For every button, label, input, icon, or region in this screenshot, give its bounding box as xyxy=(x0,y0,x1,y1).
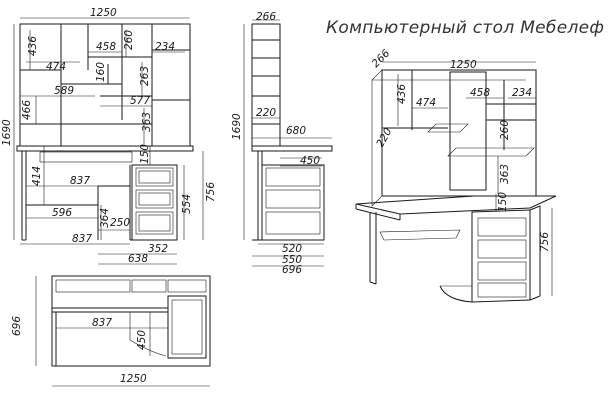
front-dim-638: 638 xyxy=(128,253,148,265)
front-dim-1690: 1690 xyxy=(1,119,13,146)
side-drawer-unit xyxy=(261,164,325,241)
front-view: 1250 436 458 260 234 474 160 263 589 466… xyxy=(1,7,217,265)
iso-dim-756: 756 xyxy=(539,232,551,252)
plan-outline xyxy=(51,275,211,367)
side-dim-550: 550 xyxy=(282,254,302,266)
iso-dim-150: 150 xyxy=(497,192,509,212)
plan-dim-450: 450 xyxy=(136,330,148,350)
side-view: 266 1690 220 680 450 520 550 696 xyxy=(231,11,333,276)
front-dim-458: 458 xyxy=(96,41,116,53)
iso-dim-234: 234 xyxy=(512,87,532,99)
iso-desktop xyxy=(355,195,557,215)
front-dim-364: 364 xyxy=(99,208,111,228)
plan-drawer-unit xyxy=(167,295,207,359)
front-keyboard-shelf xyxy=(39,151,133,163)
plan-dim-837: 837 xyxy=(92,317,112,329)
plan-dim-1250: 1250 xyxy=(120,373,147,385)
side-dim-520: 520 xyxy=(282,243,302,255)
iso-dim-220: 220 xyxy=(374,126,395,150)
front-dim-589: 589 xyxy=(54,85,74,97)
side-dim-220: 220 xyxy=(256,107,276,119)
iso-dim-436: 436 xyxy=(396,84,408,104)
side-dim-680: 680 xyxy=(286,125,306,137)
side-dim-450: 450 xyxy=(300,155,320,167)
front-dim-150: 150 xyxy=(139,144,151,164)
front-dim-474: 474 xyxy=(46,61,66,73)
iso-dim-1250: 1250 xyxy=(450,59,477,71)
front-dim-160: 160 xyxy=(95,62,107,82)
front-dim-436: 436 xyxy=(27,36,39,56)
side-dim-1690: 1690 xyxy=(231,113,243,140)
front-dim-1250: 1250 xyxy=(90,7,117,19)
drawing-title: Компьютерный стол Мебелеф 15 xyxy=(326,18,608,38)
side-hutch-outline xyxy=(251,23,281,147)
front-dim-554: 554 xyxy=(181,194,193,214)
side-desktop xyxy=(251,145,333,152)
front-dim-234: 234 xyxy=(155,41,175,53)
front-dim-414: 414 xyxy=(31,166,43,186)
side-dim-266: 266 xyxy=(256,11,276,23)
front-dim-756: 756 xyxy=(205,182,217,202)
iso-keyboard-shelf xyxy=(379,229,461,241)
iso-dim-474: 474 xyxy=(416,97,436,109)
iso-drawer-unit xyxy=(471,209,531,303)
isometric-view: 266 1250 436 474 458 234 220 260 363 150… xyxy=(355,47,557,303)
front-dim-837-lower: 837 xyxy=(72,233,92,245)
front-dim-596: 596 xyxy=(52,207,72,219)
iso-center-panel xyxy=(449,71,487,191)
front-desktop xyxy=(16,145,194,152)
front-dim-577: 577 xyxy=(130,95,150,107)
front-dim-260: 260 xyxy=(123,30,135,50)
iso-dim-260: 260 xyxy=(499,120,511,140)
side-dim-696: 696 xyxy=(282,264,302,276)
front-dim-363: 363 xyxy=(141,112,153,132)
plan-view: 696 837 450 1250 xyxy=(11,275,211,387)
front-dim-466: 466 xyxy=(21,100,33,120)
plan-dim-696: 696 xyxy=(11,316,23,336)
front-dim-250: 250 xyxy=(110,217,130,229)
front-dim-837-upper: 837 xyxy=(70,175,90,187)
iso-dim-363: 363 xyxy=(499,164,511,184)
front-dim-263: 263 xyxy=(139,66,151,86)
iso-dim-266: 266 xyxy=(370,47,393,70)
iso-dim-458: 458 xyxy=(470,87,490,99)
front-dim-352: 352 xyxy=(148,243,168,255)
plan-door-swing xyxy=(129,312,167,357)
